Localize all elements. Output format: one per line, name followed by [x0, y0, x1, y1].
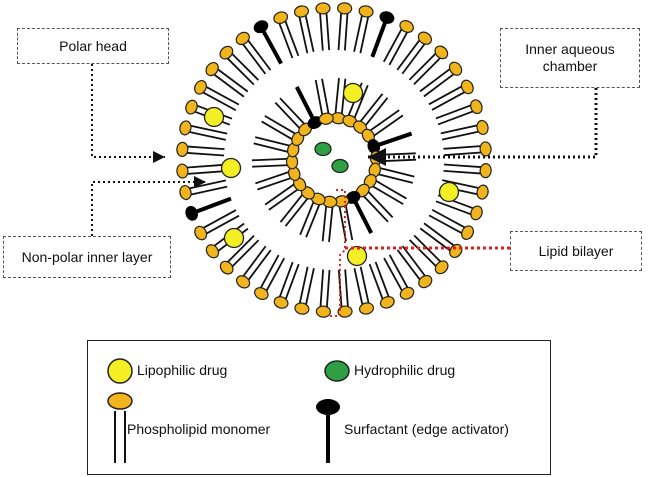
outer-phospholipid — [419, 222, 463, 259]
outer-phospholipid — [368, 261, 395, 309]
lipophilic-drug — [438, 181, 460, 203]
outer-phospholipid — [235, 31, 272, 75]
outer-phospholipid — [179, 179, 228, 201]
inner-phospholipid — [361, 109, 404, 143]
lipid-bilayer-label: Lipid bilayer — [510, 231, 642, 271]
legend-symbols — [107, 358, 350, 463]
lipophilic-drug-label: Lipophilic drug — [137, 362, 228, 378]
phospholipid-monomer-label: Phospholipid monomer — [127, 421, 271, 437]
inner-phospholipid — [255, 166, 301, 191]
lipophilic-drug — [220, 157, 242, 179]
inner-phospholipid — [264, 177, 307, 211]
hydrophilic-drug — [314, 141, 332, 157]
outer-phospholipid — [382, 20, 414, 66]
lipophilic-drug-symbol — [107, 358, 133, 384]
outer-phospholipid — [294, 266, 315, 315]
non-polar-layer-pointer — [91, 176, 206, 236]
outer-phospholipid — [273, 11, 300, 59]
hydrophilic-drug — [331, 158, 349, 174]
surfactant-head-symbol — [316, 399, 340, 415]
callout-connectors — [91, 64, 598, 317]
outer-phospholipid — [254, 254, 286, 300]
lipophilic-drug — [342, 82, 364, 104]
outer-phospholipid — [443, 163, 492, 179]
outer-phospholipid — [353, 5, 374, 54]
inner-phospholipid — [353, 93, 389, 134]
inner-phospholipid — [299, 192, 326, 238]
surfactant — [185, 196, 232, 221]
outer-phospholipid — [408, 234, 449, 275]
outer-phospholipid — [219, 234, 260, 275]
outer-phospholipid — [428, 79, 474, 111]
lipophilic-drug — [203, 106, 225, 128]
outer-phospholipid — [293, 5, 315, 54]
surfactant — [294, 86, 323, 130]
outer-phospholipid — [396, 31, 433, 75]
outer-phospholipid — [185, 99, 233, 126]
lipophilic-drug — [223, 227, 245, 249]
outer-phospholipid — [383, 254, 415, 300]
outer-phospholipid — [419, 61, 463, 98]
outer-phospholipid — [235, 245, 272, 289]
legend: Lipophilic drug Hydrophilic drug Phospho… — [87, 340, 551, 475]
outer-phospholipid — [396, 245, 433, 289]
outer-phospholipid — [205, 61, 249, 98]
non-polar-inner-layer-label: Non-polar inner layer — [3, 236, 171, 278]
polar-head-pointer — [91, 64, 165, 163]
outer-phospholipid — [273, 261, 300, 309]
hydrophilic-drug-symbol — [324, 360, 350, 382]
surfactant — [345, 190, 374, 234]
outer-phospholipid — [176, 163, 225, 179]
inner-phospholipid — [330, 78, 347, 125]
outer-phospholipid — [315, 2, 331, 51]
phospholipid-head-symbol — [107, 392, 133, 410]
outer-phospholipid — [315, 269, 331, 318]
outer-phospholipid — [428, 208, 474, 240]
surfactant — [253, 20, 283, 65]
inner-phospholipid — [314, 78, 334, 125]
aqueous-chamber-pointer — [368, 88, 598, 166]
drug-molecules — [203, 82, 460, 267]
polar-head-label: Polar head — [17, 28, 169, 64]
inner-phospholipid — [355, 183, 394, 223]
outer-phospholipid — [443, 141, 492, 157]
inner-phospholipid-layer — [251, 78, 417, 242]
transfersome-diagram — [91, 2, 598, 318]
inner-aqueous-chamber-label: Inner aqueous chamber — [500, 28, 640, 88]
outer-phospholipid — [337, 269, 353, 318]
inner-phospholipid — [251, 154, 299, 170]
inner-phospholipid — [274, 97, 313, 137]
hydrophilic-drug-label: Hydrophilic drug — [354, 362, 456, 378]
outer-phospholipid — [440, 119, 489, 141]
outer-phospholipid — [337, 2, 353, 51]
surfactant — [370, 11, 395, 58]
outer-phospholipid — [194, 80, 240, 112]
outer-phospholipid — [194, 209, 240, 241]
outer-phospholipid — [176, 141, 225, 157]
outer-phospholipid-layer — [176, 2, 492, 318]
outer-phospholipid — [353, 266, 375, 315]
inner-phospholipid — [321, 195, 338, 242]
outer-phospholipid — [435, 99, 483, 126]
surfactant-label: Surfactant (edge activator) — [344, 421, 509, 437]
outer-phospholipid — [408, 45, 449, 86]
outer-phospholipid — [219, 45, 260, 86]
outer-phospholipid — [179, 120, 228, 141]
